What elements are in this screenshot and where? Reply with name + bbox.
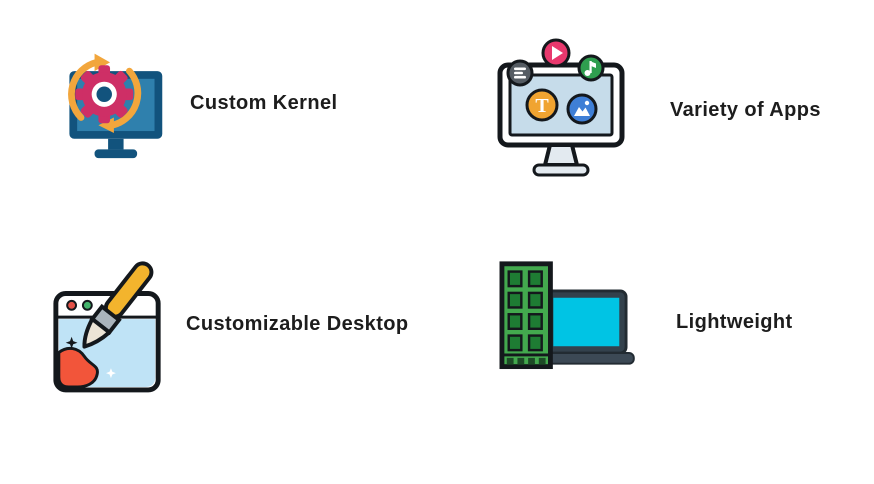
gear-icon	[75, 65, 134, 124]
feature-custom-kernel: Custom Kernel	[52, 38, 337, 168]
ram-stick-icon	[499, 261, 553, 370]
feature-label-customizable-desktop: Customizable Desktop	[186, 312, 409, 335]
refresh-arrows-icon	[68, 53, 142, 133]
feature-customizable-desktop: Customizable Desktop	[48, 250, 408, 398]
window-dot-red	[66, 299, 78, 311]
feature-lightweight: Lightweight	[490, 258, 793, 386]
feature-label-lightweight: Lightweight	[676, 310, 793, 333]
text-app-glyph: T	[535, 95, 549, 117]
custom-kernel-icon	[52, 38, 170, 168]
window-dot-green	[81, 299, 93, 311]
paint-splash	[57, 346, 99, 389]
menu-app-icon	[506, 59, 534, 87]
laptop-icon	[533, 289, 635, 365]
feature-label-custom-kernel: Custom Kernel	[190, 91, 338, 114]
customizable-desktop-icon	[48, 250, 168, 398]
lightweight-graphic	[499, 261, 635, 370]
text-app-icon: T	[525, 88, 559, 122]
feature-variety-of-apps: T Variety of Apps	[490, 38, 821, 182]
customizable-desktop-graphic	[53, 261, 161, 393]
sparkle-icon	[106, 368, 116, 379]
custom-kernel-graphic	[68, 53, 163, 159]
variety-of-apps-graphic: T	[497, 38, 625, 177]
video-play-app-icon	[541, 38, 571, 68]
image-app-icon	[566, 93, 598, 125]
sparkle-icon	[65, 336, 78, 349]
lightweight-icon	[490, 258, 638, 386]
music-app-icon	[577, 54, 605, 82]
paintbrush-icon	[82, 261, 154, 349]
variety-of-apps-icon: T	[490, 38, 630, 182]
feature-label-variety-of-apps: Variety of Apps	[670, 98, 821, 121]
